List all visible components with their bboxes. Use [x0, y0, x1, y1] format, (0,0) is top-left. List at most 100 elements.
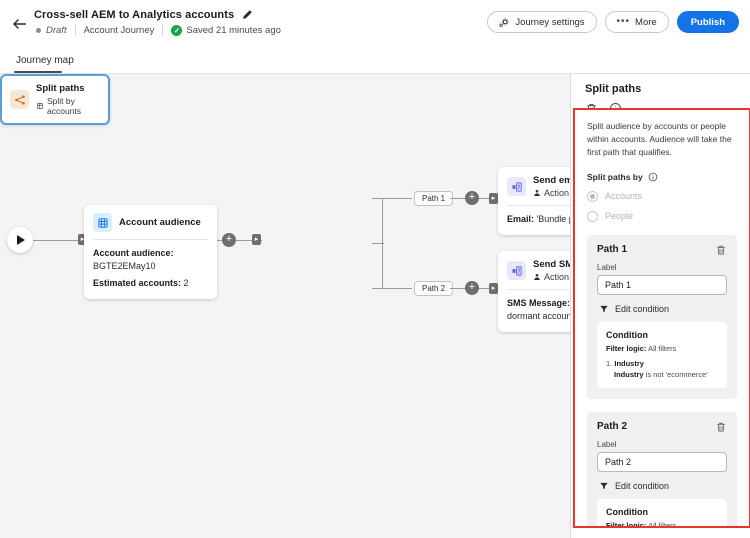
condition-heading: Condition: [606, 506, 648, 517]
connector-arrow-icon: ▸: [252, 234, 261, 245]
path-card-1: Path 1 Label: [587, 234, 737, 399]
connector-line: [372, 288, 412, 289]
status-badge: Draft: [46, 25, 67, 36]
gear-icon: [499, 17, 510, 28]
node-subtitle: Action on p: [533, 272, 589, 282]
ellipsis-icon: •••: [616, 16, 631, 27]
trash-icon[interactable]: [715, 421, 727, 433]
tab-active-indicator: [14, 71, 62, 73]
condition-rule: 1. Industry Industry is not 'ecommerce': [606, 359, 718, 379]
filter-logic-value: All filters: [648, 343, 677, 353]
panel-description: Split audience by accounts or people wit…: [587, 121, 732, 158]
split-paths-by-text: Split paths by: [587, 171, 643, 182]
radio-accounts-indicator: [587, 190, 598, 202]
path-2-edit-condition-label: Edit condition: [615, 480, 670, 491]
send-sms-icon: [507, 261, 526, 280]
rule-field: Industry: [614, 358, 644, 368]
connector-line: [217, 240, 262, 241]
path-pill-1[interactable]: Path 1: [414, 191, 454, 206]
journey-start-node[interactable]: [7, 227, 33, 253]
funnel-icon: [599, 304, 609, 314]
page-title: Cross-sell AEM to Analytics accounts: [34, 9, 235, 21]
add-step-button[interactable]: +: [465, 191, 479, 205]
path-card-2-title: Path 2: [597, 421, 628, 433]
publish-label: Publish: [690, 16, 725, 28]
pencil-icon[interactable]: [241, 9, 253, 21]
node-subtitle-label: Split by accounts: [47, 96, 82, 116]
node-title: Account audience: [119, 217, 201, 228]
path-card-1-title: Path 1: [597, 244, 628, 256]
rule-subject: Industry: [614, 369, 644, 379]
filter-logic-label: Filter logic:: [606, 520, 647, 528]
accounts-icon: [36, 102, 44, 110]
meta-divider: [162, 25, 164, 36]
filter-logic-label: Filter logic:: [606, 343, 647, 353]
meta-divider: [74, 25, 76, 36]
node-title: Send SMS: [533, 259, 580, 270]
panel-title: Split paths: [585, 83, 642, 95]
person-icon: [533, 273, 541, 281]
add-step-button[interactable]: +: [222, 233, 236, 247]
node-account-audience[interactable]: Account audience Account audience: BGTE2…: [84, 205, 217, 300]
rule-predicate: is not 'ecommerce': [645, 369, 708, 379]
more-button[interactable]: ••• More: [604, 11, 669, 33]
node-split-paths[interactable]: Split paths Split by accounts: [0, 74, 110, 125]
email-body-value: 'Bundle promo: [536, 214, 595, 224]
radio-accounts-label: Accounts: [605, 191, 643, 202]
sms-body-value-line2: dormant account con: [507, 311, 592, 322]
tab-journey-map[interactable]: Journey map: [14, 47, 76, 74]
node-divider: [93, 239, 208, 240]
send-email-icon: [507, 177, 526, 196]
split-paths-by-label: Split paths by: [587, 172, 737, 182]
path-2-edit-condition-button[interactable]: Edit condition: [597, 481, 727, 491]
journey-meta: Draft Account Journey ✓ Saved 21 minutes…: [36, 25, 281, 36]
info-circle-icon[interactable]: [648, 172, 658, 182]
header-buttons: Journey settings ••• More Publish: [487, 11, 739, 33]
radio-people-label: People: [605, 211, 634, 222]
path-pill-2-label: Path 2: [422, 284, 446, 293]
path-1-edit-condition-button[interactable]: Edit condition: [597, 304, 727, 314]
node-divider: [507, 205, 619, 206]
journey-settings-button[interactable]: Journey settings: [487, 11, 597, 33]
radio-option-accounts[interactable]: Accounts: [587, 190, 737, 202]
filter-logic-value: All filters: [648, 520, 677, 528]
node-divider: [507, 289, 619, 290]
path-1-label-input[interactable]: [597, 274, 727, 295]
back-arrow-icon[interactable]: [11, 15, 29, 33]
panel-scroll-region[interactable]: Split audience by accounts or people wit…: [573, 108, 750, 528]
condition-filter-logic: Filter logic: All filters: [606, 520, 718, 528]
path-2-label-input[interactable]: [597, 451, 727, 472]
radio-option-people[interactable]: People: [587, 210, 737, 222]
person-icon: [533, 189, 541, 197]
node-title: Split paths: [36, 83, 85, 94]
connector-line: [33, 240, 84, 241]
connector-arrow-icon: ▸: [489, 193, 498, 204]
split-paths-panel: Split paths Split audience by accounts o…: [570, 74, 750, 538]
rule-number: 1.: [606, 358, 613, 368]
radio-people-indicator: [587, 210, 598, 222]
path-card-2: Path 2 Label: [587, 411, 737, 528]
path-pill-1-label: Path 1: [422, 194, 446, 203]
connector-line: [372, 198, 412, 199]
condition-filter-logic: Filter logic: All filters: [606, 344, 718, 353]
add-step-button[interactable]: +: [465, 281, 479, 295]
condition-heading: Condition: [606, 329, 648, 340]
path-2-label-caption: Label: [597, 439, 617, 449]
node-subtitle-label: Action on p: [544, 188, 590, 198]
email-body-label: Email:: [507, 214, 535, 224]
account-audience-icon: [93, 213, 112, 232]
audience-field-value: BGTE2EMay10: [93, 261, 156, 272]
tab-bar: Journey map: [0, 47, 750, 74]
trash-icon[interactable]: [715, 244, 727, 256]
publish-button[interactable]: Publish: [676, 11, 739, 33]
path-pill-2[interactable]: Path 2: [414, 281, 454, 296]
node-subtitle-label: Action on p: [544, 272, 590, 282]
saved-status-text: Saved 21 minutes ago: [186, 25, 281, 36]
sms-body-label: SMS Message:: [507, 298, 571, 308]
status-dot-icon: [36, 28, 41, 33]
node-subtitle: Action on p: [533, 188, 589, 198]
audience-field-label: Account audience:: [93, 248, 174, 258]
path-1-edit-condition-label: Edit condition: [615, 303, 670, 314]
connector-arrow-icon: ▸: [78, 234, 87, 245]
